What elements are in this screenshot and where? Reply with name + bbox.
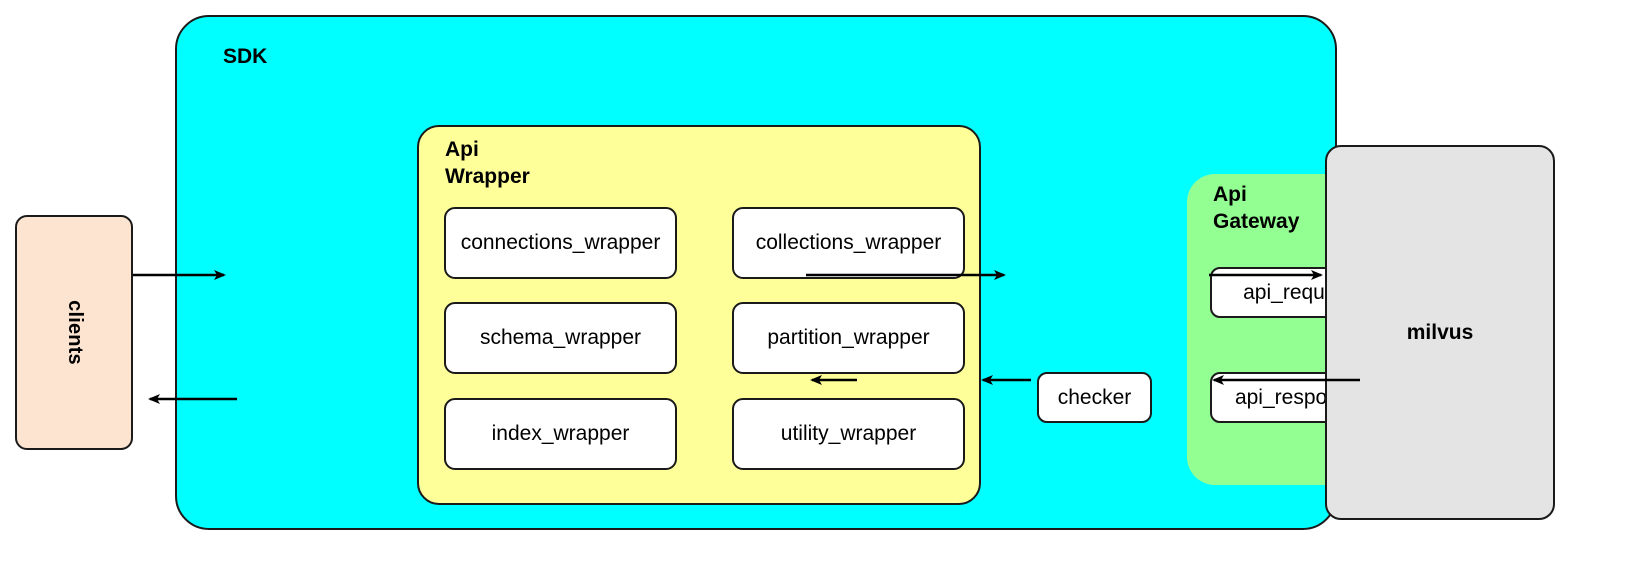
clients-node[interactable]: clients bbox=[15, 215, 133, 450]
checker-label: checker bbox=[1057, 385, 1132, 409]
collections-wrapper-node[interactable]: collections_wrapper bbox=[732, 207, 965, 279]
checker-node[interactable]: checker bbox=[1037, 372, 1152, 423]
api-gateway-label: Api Gateway bbox=[1213, 183, 1300, 233]
schema-wrapper-label: schema_wrapper bbox=[479, 326, 642, 349]
collections-wrapper-label: collections_wrapper bbox=[755, 231, 942, 254]
connections-wrapper-node[interactable]: connections_wrapper bbox=[444, 207, 677, 279]
sdk-container[interactable]: SDK Api Wrapper connections_wrapper coll… bbox=[175, 15, 1414, 530]
milvus-label: milvus bbox=[1406, 320, 1474, 344]
milvus-node[interactable]: milvus bbox=[1325, 145, 1555, 520]
schema-wrapper-node[interactable]: schema_wrapper bbox=[444, 302, 677, 374]
connections-wrapper-label: connections_wrapper bbox=[460, 231, 661, 254]
utility-wrapper-node[interactable]: utility_wrapper bbox=[732, 398, 965, 470]
partition-wrapper-node[interactable]: partition_wrapper bbox=[732, 302, 965, 374]
partition-wrapper-label: partition_wrapper bbox=[767, 326, 930, 349]
index-wrapper-node[interactable]: index_wrapper bbox=[444, 398, 677, 470]
api-wrapper-group[interactable]: Api Wrapper connections_wrapper collecti… bbox=[417, 125, 981, 505]
sdk-label: SDK bbox=[223, 45, 268, 68]
clients-label: clients bbox=[63, 300, 86, 365]
utility-wrapper-label: utility_wrapper bbox=[780, 422, 917, 445]
index-wrapper-label: index_wrapper bbox=[491, 422, 630, 445]
api-wrapper-label: Api Wrapper bbox=[445, 138, 530, 188]
